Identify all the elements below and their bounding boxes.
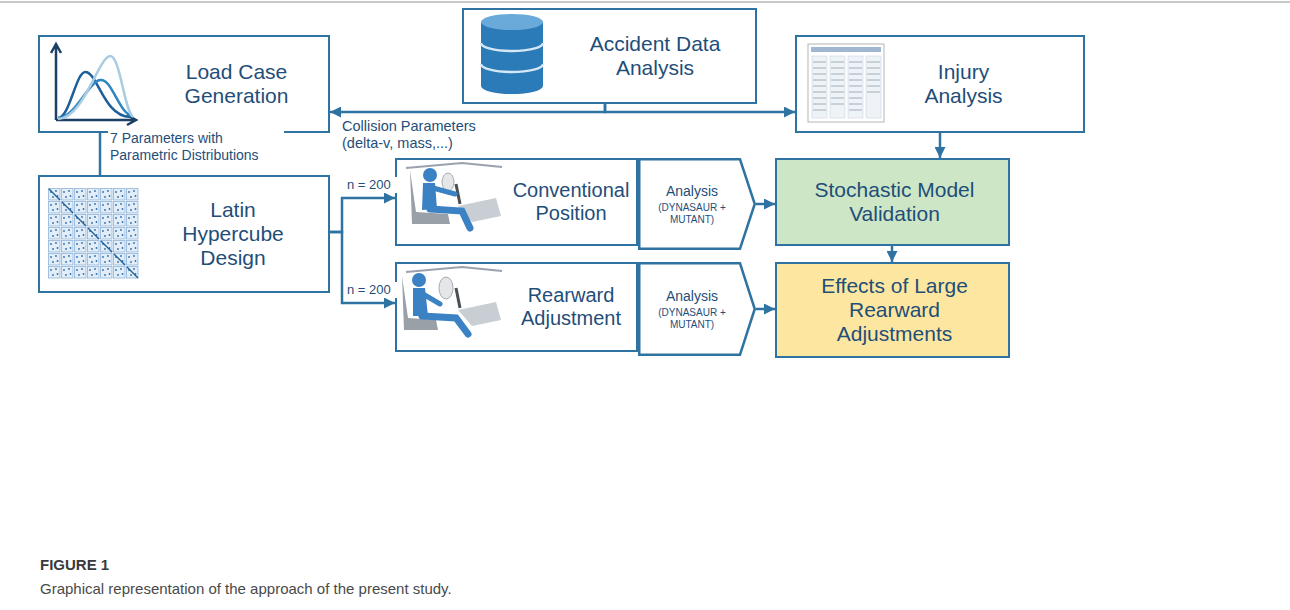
database-icon bbox=[481, 14, 543, 94]
text-area: Load Case Generation bbox=[144, 37, 329, 131]
node-label: Effects of Large Rearward Adjustments bbox=[802, 274, 987, 346]
text-area: Accident Data Analysis bbox=[560, 10, 750, 102]
table-thumbnail bbox=[808, 44, 884, 122]
edge-label: 7 Parameters with Parametric Distributio… bbox=[108, 130, 284, 164]
occupant-rearward bbox=[402, 267, 502, 334]
text-area: Analysis (DYNASAUR + MUTANT) bbox=[642, 158, 742, 250]
flow-connector bbox=[330, 104, 605, 112]
result-box: Effects of Large Rearward Adjustments bbox=[775, 262, 1010, 358]
node-label: Conventional Position bbox=[505, 179, 637, 225]
node-label: Analysis bbox=[642, 183, 742, 199]
node-sublabel: (DYNASAUR + MUTANT) bbox=[642, 307, 742, 330]
node-label: Accident Data Analysis bbox=[560, 32, 750, 80]
text-area: Conventional Position bbox=[505, 160, 637, 244]
node-label: Load Case Generation bbox=[144, 60, 329, 108]
edge-label: n = 200 bbox=[345, 177, 399, 193]
process-box: Latin Hypercube Design bbox=[38, 175, 330, 293]
flow-connector bbox=[939, 133, 942, 158]
node-label: Injury Analysis bbox=[901, 60, 1026, 108]
node-label: Analysis bbox=[642, 288, 742, 304]
flow-connector bbox=[99, 133, 102, 175]
text-area: Stochastic Model Validation bbox=[787, 160, 1002, 244]
latin-hypercube-matrix bbox=[48, 188, 139, 279]
text-area: Rearward Adjustment bbox=[505, 264, 637, 350]
flow-connector bbox=[891, 246, 894, 262]
chevron-shape bbox=[639, 159, 755, 249]
analysis-chevron: Analysis (DYNASAUR + MUTANT) bbox=[638, 262, 756, 356]
text-area: Injury Analysis bbox=[901, 37, 1026, 131]
process-box: Load Case Generation bbox=[38, 35, 330, 133]
text-area: Effects of Large Rearward Adjustments bbox=[802, 264, 987, 356]
node-sublabel: (DYNASAUR + MUTANT) bbox=[642, 202, 742, 225]
flow-connector bbox=[756, 203, 775, 206]
occupant-conventional bbox=[406, 163, 502, 228]
flow-connector bbox=[756, 308, 775, 311]
flow-connector bbox=[605, 104, 795, 112]
result-box: Stochastic Model Validation bbox=[775, 158, 1010, 246]
node-label: Rearward Adjustment bbox=[505, 284, 637, 330]
text-area: Analysis (DYNASAUR + MUTANT) bbox=[642, 262, 742, 356]
edge-label: n = 200 bbox=[345, 282, 399, 298]
simulation-box: Conventional Position bbox=[395, 158, 638, 246]
chevron-shape bbox=[639, 263, 755, 355]
edge-label: Collision Parameters (delta-v, mass,...) bbox=[340, 118, 504, 153]
distribution-chart-icon bbox=[51, 44, 136, 125]
figure-caption: Graphical representation of the approach… bbox=[40, 580, 452, 597]
source-box: Accident Data Analysis bbox=[462, 8, 757, 104]
process-box: Injury Analysis bbox=[795, 35, 1085, 133]
simulation-box: Rearward Adjustment bbox=[395, 262, 638, 352]
node-label: Latin Hypercube Design bbox=[158, 198, 308, 270]
node-label: Stochastic Model Validation bbox=[787, 178, 1002, 226]
figure-number: FIGURE 1 bbox=[40, 556, 109, 573]
text-area: Latin Hypercube Design bbox=[158, 177, 308, 291]
analysis-chevron: Analysis (DYNASAUR + MUTANT) bbox=[638, 158, 756, 250]
flow-connector bbox=[330, 198, 395, 232]
top-rule bbox=[0, 1, 1290, 3]
